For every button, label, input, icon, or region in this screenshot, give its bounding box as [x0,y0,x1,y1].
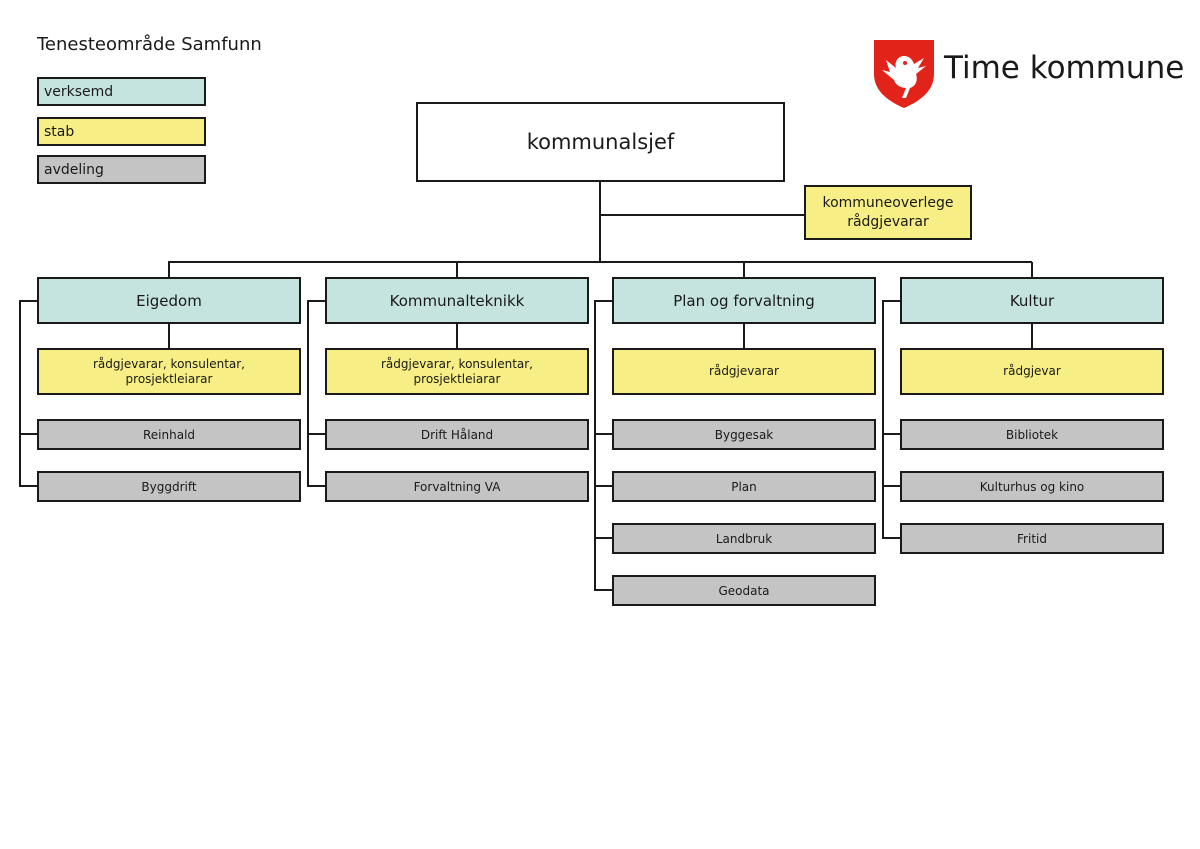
legend-verksemd: verksemd [37,77,206,106]
avdeling-box: Reinhald [37,419,301,450]
connector-head-stab [168,324,170,349]
connector-rail-dept [882,433,900,435]
staff-line-2: rådgjevarar [847,213,929,230]
connector-rail-dept [594,537,612,539]
avdeling-box: Landbruk [612,523,876,554]
connector-side-rail [307,300,309,487]
time-kommune-logo: Time kommune [872,38,1184,110]
avdeling-box: Byggesak [612,419,876,450]
avdeling-box: Bibliotek [900,419,1164,450]
connector-head-stab [743,324,745,349]
avdeling-box: Forvaltning VA [325,471,589,502]
connector-rail-dept [882,485,900,487]
connector-column-drop [456,262,458,278]
connector-head-stab [456,324,458,349]
logo-text: Time kommune [944,50,1185,86]
legend-stab: stab [37,117,206,146]
stab-line: rådgjevarar, konsulentar, [381,356,533,371]
connector-column-drop [168,262,170,278]
connector-rail-dept [594,485,612,487]
verksemd-box: Plan og forvaltning [612,277,876,324]
connector-top-bar [168,261,1032,263]
avdeling-box: Plan [612,471,876,502]
connector-rail-dept [594,589,612,591]
page-title: Tenesteområde Samfunn [37,34,262,55]
connector-column-drop [1031,262,1033,278]
stab-box: rådgjevarar, konsulentar,prosjektleiarar [325,348,589,395]
connector-head-stab [1031,324,1033,349]
connector-rail-dept [19,433,37,435]
verksemd-box: Eigedom [37,277,301,324]
stab-line: prosjektleiarar [413,371,501,386]
avdeling-box: Fritid [900,523,1164,554]
bird-shield-icon [874,40,934,108]
connector-staff [600,214,804,216]
connector-rail-dept [19,485,37,487]
connector-side-rail [19,300,21,487]
connector-rail-dept [307,485,325,487]
connector-rail-head [307,300,325,302]
stab-line: rådgjevar [1003,364,1061,378]
verksemd-box: Kultur [900,277,1164,324]
connector-column-drop [743,262,745,278]
stab-line: rådgjevarar, konsulentar, [93,356,245,371]
stab-line: rådgjevarar [709,364,779,378]
connector-trunk [599,182,601,263]
avdeling-box: Kulturhus og kino [900,471,1164,502]
staff-box: kommuneoverlege rådgjevarar [804,185,972,240]
stab-box: rådgjevarar [612,348,876,395]
avdeling-box: Byggdrift [37,471,301,502]
legend-avdeling: avdeling [37,155,206,184]
connector-rail-dept [307,433,325,435]
connector-rail-head [882,300,900,302]
verksemd-box: Kommunalteknikk [325,277,589,324]
kommunalsjef-box: kommunalsjef [416,102,785,182]
connector-side-rail [882,300,884,539]
connector-rail-head [19,300,37,302]
connector-rail-dept [882,537,900,539]
connector-side-rail [594,300,596,591]
connector-rail-head [594,300,612,302]
staff-line-1: kommuneoverlege [822,194,954,211]
stab-box: rådgjevarar, konsulentar,prosjektleiarar [37,348,301,395]
stab-line: prosjektleiarar [125,371,213,386]
stab-box: rådgjevar [900,348,1164,395]
connector-rail-dept [594,433,612,435]
avdeling-box: Geodata [612,575,876,606]
avdeling-box: Drift Håland [325,419,589,450]
